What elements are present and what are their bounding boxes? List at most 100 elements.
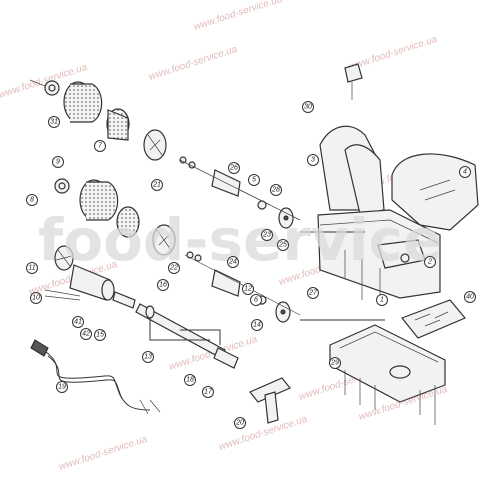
callout-circle (184, 374, 196, 386)
callout-circle (94, 329, 106, 341)
callout-label: 1 (380, 297, 384, 304)
callout-circle (157, 279, 169, 291)
callout-label: 14 (253, 322, 261, 329)
callout-26: 26 (228, 162, 240, 174)
callout-label: 8 (30, 197, 34, 204)
callout-11: 11 (26, 262, 38, 274)
grating-drum-medium-body (107, 109, 129, 141)
callout-2: 2 (424, 256, 436, 268)
hopper-cover (391, 153, 479, 231)
power-cord (30, 339, 161, 415)
control-board (401, 299, 466, 339)
watermark-text: www.food-service.ua (193, 0, 285, 33)
callout-label: 30 (304, 104, 312, 111)
callout-27: 27 (307, 287, 319, 299)
callout-label: 25 (278, 242, 287, 249)
motor-assembly (44, 245, 239, 369)
bolt-center (48, 84, 56, 92)
callout-circle (52, 156, 64, 168)
callout-4: 4 (459, 166, 471, 178)
callout-circle (464, 291, 476, 303)
watermark-text: www.food-service.ua (218, 414, 310, 453)
callout-circle (270, 184, 282, 196)
callout-24: 24 (227, 256, 239, 268)
callout-label: 40 (466, 294, 474, 301)
callout-circle (228, 162, 240, 174)
callout-label: 13 (144, 354, 152, 361)
callout-circle (72, 316, 84, 328)
shaft-end (213, 347, 239, 369)
callout-label: 11 (28, 265, 35, 272)
callout-label: 17 (204, 389, 213, 396)
callout-circle (424, 256, 436, 268)
callout-label: 5 (252, 177, 256, 184)
callout-label: 24 (228, 259, 237, 266)
callout-label: 2 (427, 259, 432, 266)
callout-circle (307, 287, 319, 299)
callout-circle (56, 381, 68, 393)
callout-circle (329, 357, 341, 369)
grating-drum-lower-medium (116, 206, 140, 238)
callout-21: 21 (151, 179, 163, 191)
callout-circle (142, 351, 154, 363)
callout-label: 12 (244, 286, 252, 293)
callout-28: 28 (270, 184, 282, 196)
callout-12: 12 (242, 283, 254, 295)
callout-19: 19 (56, 381, 68, 393)
pcb (401, 299, 466, 339)
grating-drum-lower-body (86, 181, 119, 221)
callout-40: 40 (464, 291, 476, 303)
watermark-text: www.food-service.ua (348, 34, 440, 73)
callout-circle (261, 229, 273, 241)
callout-circle (94, 140, 106, 152)
callout-circle (234, 417, 246, 429)
callout-circle (227, 256, 239, 268)
callout-circle (30, 292, 42, 304)
callout-circle (80, 328, 92, 340)
callout-label: 9 (56, 159, 60, 166)
callout-label: 41 (74, 319, 82, 326)
callout-label: 31 (50, 119, 58, 126)
hub-coupling-lower (211, 269, 241, 297)
knob (249, 377, 291, 424)
callout-20: 20 (234, 417, 246, 429)
callout-label: 27 (308, 290, 318, 297)
tray-frame (329, 324, 446, 403)
callout-circle (202, 386, 214, 398)
motor-leads (44, 289, 81, 297)
callout-label: 28 (271, 187, 280, 194)
callout-circle (26, 262, 38, 274)
callout-42: 42 (80, 328, 92, 340)
watermark-text: www.food-service.ua (148, 44, 240, 83)
callout-circle (151, 179, 163, 191)
callout-label: 26 (229, 165, 238, 172)
callout-8: 8 (26, 194, 38, 206)
callout-circle (307, 154, 319, 166)
callout-label: 22 (169, 265, 178, 272)
callout-label: 10 (32, 295, 40, 302)
callout-7: 7 (94, 140, 106, 152)
callout-label: 4 (463, 169, 467, 176)
callout-29: 29 (329, 357, 341, 369)
callout-41: 41 (72, 316, 84, 328)
side-cover (344, 144, 385, 215)
callout-6: 6 (250, 294, 262, 306)
callout-23: 23 (261, 229, 273, 241)
callout-label: 20 (235, 420, 244, 427)
callout-circle (459, 166, 471, 178)
callout-17: 17 (202, 386, 214, 398)
lower-drum-assembly (54, 178, 301, 323)
callout-label: 21 (152, 182, 161, 189)
watermark-text: www.food-service.ua (58, 434, 150, 473)
knob-handle (249, 377, 291, 403)
callout-label: 29 (330, 360, 339, 367)
callout-circle (168, 262, 180, 274)
callout-label: 19 (58, 384, 66, 391)
callout-22: 22 (168, 262, 180, 274)
callout-10: 10 (30, 292, 42, 304)
grating-drum-body (70, 83, 103, 123)
bottom-tray (329, 324, 446, 425)
housing-assembly (300, 63, 479, 321)
callout-layer: 1234567891011121314151617181920212223242… (26, 101, 476, 429)
knob-screw (264, 391, 279, 424)
